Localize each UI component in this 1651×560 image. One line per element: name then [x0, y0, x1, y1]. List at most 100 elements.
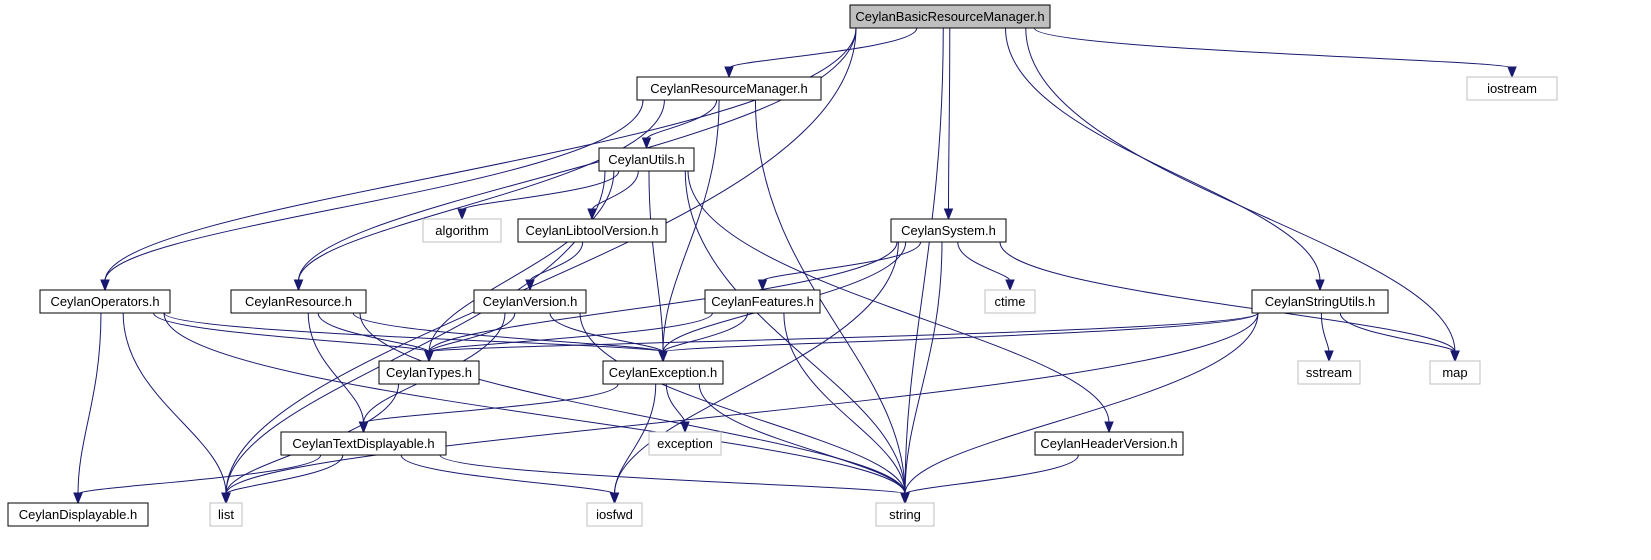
edge-utils-to-headerver [687, 170, 1114, 434]
node-box [890, 218, 1007, 243]
node-types[interactable]: CeylanTypes.h [378, 360, 480, 385]
node-box [280, 431, 447, 456]
edge-arrowhead [1324, 350, 1334, 363]
edge-line [225, 27, 857, 495]
edge-line [646, 99, 718, 140]
node-label: CeylanDisplayable.h [19, 507, 138, 522]
node-label: CeylanResource.h [245, 294, 352, 309]
edge-exception-to-textdisp [358, 383, 619, 434]
edge-line [698, 383, 906, 495]
node-headerver[interactable]: CeylanHeaderVersion.h [1034, 431, 1184, 456]
edge-line [728, 27, 918, 69]
edge-arrowhead [221, 492, 231, 505]
edge-line [1005, 27, 1321, 282]
node-box [1034, 431, 1184, 456]
edge-resmgr-to-utils [641, 99, 718, 150]
edge-headerver-to-string [900, 454, 1079, 505]
node-box [422, 218, 502, 243]
node-label: CeylanLibtoolVersion.h [526, 223, 659, 238]
edge-line [665, 383, 686, 424]
nodes-layer: CeylanBasicResourceManager.hCeylanResour… [7, 4, 1558, 527]
node-resource[interactable]: CeylanResource.h [230, 289, 367, 314]
node-label: ctime [994, 294, 1025, 309]
edge-line [1339, 312, 1456, 353]
node-sstream: sstream [1297, 360, 1361, 385]
node-label: CeylanResourceManager.h [650, 81, 808, 96]
node-displayable[interactable]: CeylanDisplayable.h [7, 502, 149, 527]
node-utils[interactable]: CeylanUtils.h [598, 147, 695, 172]
node-libtool[interactable]: CeylanLibtoolVersion.h [517, 218, 667, 243]
node-label: CeylanTextDisplayable.h [292, 436, 434, 451]
edge-system-to-map [999, 241, 1460, 363]
node-list: list [209, 502, 243, 527]
node-label: CeylanTypes.h [386, 365, 472, 380]
edge-line [225, 312, 1259, 495]
edge-textdisp-to-string [439, 454, 910, 505]
edge-operators-to-list [122, 312, 231, 505]
edge-operators-to-types [153, 312, 434, 363]
node-exception[interactable]: CeylanException.h [602, 360, 724, 385]
node-resmgr[interactable]: CeylanResourceManager.h [636, 76, 822, 101]
edge-line [999, 241, 1456, 353]
node-box [473, 289, 587, 314]
node-label: CeylanOperators.h [50, 294, 159, 309]
node-operators[interactable]: CeylanOperators.h [39, 289, 171, 314]
edge-line [591, 170, 639, 211]
edge-line [317, 312, 430, 353]
edge-system-to-ctime [957, 241, 1015, 292]
edge-resmgr-to-operators [100, 99, 644, 292]
edge-textdisp-to-displayable [73, 454, 322, 505]
edge-stringutils-to-types [424, 312, 1259, 363]
node-textdisp[interactable]: CeylanTextDisplayable.h [280, 431, 447, 456]
edge-line [904, 454, 1079, 495]
node-label: string [889, 507, 921, 522]
node-label: CeylanUtils.h [608, 152, 685, 167]
edge-basic-to-operators [100, 27, 857, 292]
edge-line [428, 241, 898, 353]
edge-line [428, 312, 713, 353]
edge-line [225, 454, 344, 495]
edge-line [104, 99, 644, 282]
node-version[interactable]: CeylanVersion.h [473, 289, 587, 314]
edge-line [77, 312, 102, 495]
edge-basic-to-map [1025, 27, 1460, 363]
edge-basic-to-stringutils [1005, 27, 1325, 292]
node-ctime: ctime [984, 289, 1036, 314]
edge-line [948, 27, 951, 211]
node-algorithm: algorithm [422, 218, 502, 243]
edge-line [1320, 312, 1330, 353]
node-box [598, 147, 695, 172]
edge-arrowhead [100, 279, 110, 292]
edge-stringutils-to-map [1339, 312, 1460, 363]
edge-arrowhead [757, 279, 768, 292]
node-exceptionstd: exception [648, 431, 722, 456]
edge-arrowhead [900, 492, 910, 505]
node-system[interactable]: CeylanSystem.h [890, 218, 1007, 243]
node-box [602, 360, 724, 385]
edge-arrowhead [1507, 66, 1517, 79]
edge-arrowhead [424, 350, 434, 363]
node-label: CeylanHeaderVersion.h [1040, 436, 1177, 451]
node-box [378, 360, 480, 385]
edge-exception-to-exceptionstd [665, 383, 690, 434]
node-stringutils[interactable]: CeylanStringUtils.h [1251, 289, 1389, 314]
edge-version-to-exception [549, 312, 668, 363]
node-label: CeylanSystem.h [901, 223, 996, 238]
node-basic[interactable]: CeylanBasicResourceManager.h [849, 4, 1051, 29]
edges-layer [73, 27, 1517, 505]
edge-line [428, 312, 1259, 353]
edge-textdisp-to-list [221, 454, 344, 505]
node-box [875, 502, 935, 527]
node-label: CeylanFeatures.h [711, 294, 814, 309]
node-iosfwd: iosfwd [586, 502, 643, 527]
edge-line [163, 312, 664, 353]
node-features[interactable]: CeylanFeatures.h [704, 289, 821, 314]
edge-stringutils-to-string [900, 312, 1259, 505]
edge-line [662, 312, 749, 353]
edge-arrowhead [641, 137, 652, 150]
edge-line [298, 27, 857, 282]
edge-arrowhead [1450, 350, 1460, 363]
edge-arrowhead [457, 208, 467, 221]
edge-line [662, 312, 1259, 353]
